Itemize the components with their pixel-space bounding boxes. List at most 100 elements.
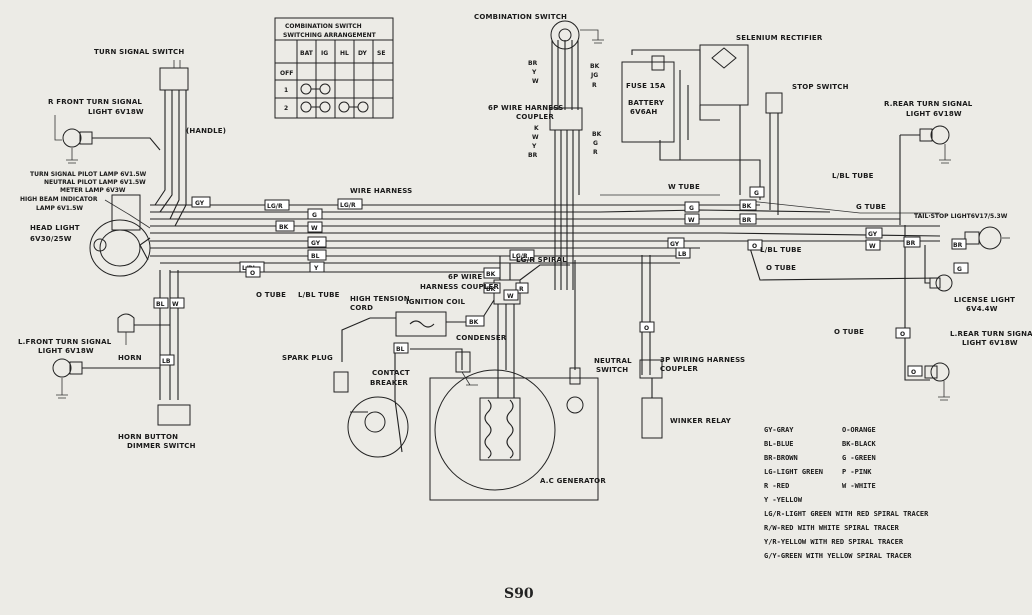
tag-o5: O — [911, 369, 916, 376]
label-stop-switch: STOP SWITCH — [792, 83, 849, 91]
tag-gy4: GY — [868, 231, 878, 238]
label-lbl-tube-right: L/BL TUBE — [832, 172, 874, 180]
legend-left-5: Y -YELLOW — [764, 496, 803, 504]
label-battery-2: 6V6AH — [630, 108, 657, 116]
label-license-2: 6V4.4W — [966, 305, 998, 313]
switch-table — [274, 17, 394, 119]
handle-bundle — [154, 60, 191, 426]
label-lbl-tube-left: L/BL TUBE — [298, 291, 340, 299]
horn — [117, 313, 170, 345]
legend-right-2: G -GREEN — [842, 454, 876, 462]
label-turn-signal-switch: TURN SIGNAL SWITCH — [94, 48, 184, 56]
tag-lgr3: LG/R — [512, 253, 528, 260]
wire-letter-top-5: R — [592, 82, 597, 89]
tag-o3: O — [900, 331, 905, 338]
tag-br3: BR — [953, 242, 963, 249]
tag-br2: BR — [906, 240, 916, 247]
tag-bk2: BK — [469, 319, 479, 326]
tag-gy2: GY — [311, 240, 321, 247]
label-winker-relay: WINKER RELAY — [670, 417, 732, 425]
label-fuse: FUSE 15A — [626, 82, 666, 90]
switch-row-off: OFF — [280, 70, 293, 77]
legend-left-0: GY-GRAY — [764, 426, 794, 434]
wire-letter-top-2: W — [532, 78, 539, 85]
tag-w3: W — [688, 217, 695, 224]
label-l-rear-turn-1: L.REAR TURN SIGNAL — [950, 330, 1032, 338]
label-neutral-2: SWITCH — [596, 366, 628, 374]
label-contact-1: CONTACT — [372, 369, 410, 377]
label-battery-1: BATTERY — [628, 99, 665, 107]
tag-gy1: GY — [195, 200, 205, 207]
tag-w2: W — [172, 301, 179, 308]
tag-lb: LB — [162, 358, 171, 365]
wire-letter-bottom-5: G — [593, 140, 598, 147]
switch-col-hl: HL — [340, 50, 349, 57]
legend-note-1: R/W-RED WITH WHITE SPIRAL TRACER — [764, 524, 900, 532]
wire-letter-bottom-2: Y — [531, 143, 537, 150]
switch-col-dy: DY — [358, 50, 368, 57]
label-handle: (HANDLE) — [186, 127, 226, 135]
component-labels: TURN SIGNAL SWITCH R FRONT TURN SIGNAL L… — [18, 13, 1032, 485]
label-selenium-rectifier: SELENIUM RECTIFIER — [736, 34, 823, 42]
label-r-front-turn-2: LIGHT 6V18W — [88, 108, 144, 116]
diagram-title: S90 — [504, 586, 534, 602]
label-head-light-2: 6V30/25W — [30, 235, 72, 243]
legend-left-1: BL-BLUE — [764, 440, 794, 448]
label-w-tube: W TUBE — [668, 183, 700, 191]
ac-generator — [429, 360, 599, 501]
label-l-front-turn-2: LIGHT 6V18W — [38, 347, 94, 355]
wire-letter-bottom-4: BK — [592, 131, 602, 138]
label-lbl-tube-mid: L/BL TUBE — [760, 246, 802, 254]
r-front-turn-signal — [54, 115, 161, 164]
wire-letter-bottom-1: W — [532, 134, 539, 141]
label-combination-switch: COMBINATION SWITCH — [474, 13, 567, 21]
label-high-tension-2: CORD — [350, 304, 373, 312]
legend-right-1: BK-BLACK — [842, 440, 877, 448]
label-g-tube: G TUBE — [856, 203, 886, 211]
label-tail-stop: TAIL·STOP LIGHT6V17/5.3W — [914, 213, 1008, 220]
label-turn-pilot: TURN SIGNAL PILOT LAMP 6V1.5W — [30, 171, 147, 178]
legend-right-3: P -PINK — [842, 468, 872, 476]
neutral-switch — [566, 260, 584, 414]
label-harness-3p-1: 3P WIRING HARNESS — [660, 356, 745, 364]
label-o-tube-left: O TUBE — [256, 291, 286, 299]
label-harness-6p-top-1: 6P WIRE HARNESS — [488, 104, 563, 112]
label-horn: HORN — [118, 354, 142, 362]
wire-letter-bottom-6: R — [593, 149, 598, 156]
tag-bl2: BL — [156, 301, 165, 308]
color-legend: GY-GRAY O-ORANGE BL-BLUE BK-BLACK BR-BRO… — [764, 426, 929, 560]
label-neutral-pilot: NEUTRAL PILOT LAMP 6V1.5W — [44, 179, 146, 186]
tag-bl1: BL — [311, 253, 320, 260]
winker-relay — [639, 255, 663, 439]
legend-left-3: LG-LIGHT GREEN — [764, 468, 823, 476]
tag-br1: BR — [742, 217, 752, 224]
label-head-light-1: HEAD LIGHT — [30, 224, 80, 232]
tag-o4: O — [752, 243, 757, 250]
label-l-rear-turn-2: LIGHT 6V18W — [962, 339, 1018, 347]
label-high-beam-2: LAMP 6V1.5W — [36, 205, 83, 212]
label-r-front-turn-1: R FRONT TURN SIGNAL — [48, 98, 142, 106]
label-horn-button-2: DIMMER SWITCH — [127, 442, 196, 450]
switch-row-1: 1 — [284, 87, 288, 94]
tag-bk4: BK — [486, 271, 496, 278]
tag-o2: O — [644, 325, 649, 332]
label-high-beam-1: HIGH BEAM INDICATOR — [20, 196, 98, 203]
combination-switch — [549, 20, 604, 290]
switch-col-se: SE — [377, 50, 385, 57]
wire-letter-top-1: Y — [531, 69, 537, 76]
label-condenser: CONDENSER — [456, 334, 507, 342]
label-license-1: LICENSE LIGHT — [954, 296, 1015, 304]
label-l-front-turn-1: L.FRONT TURN SIGNAL — [18, 338, 112, 346]
label-harness-3p-2: COUPLER — [660, 365, 698, 373]
tag-bk3: BK — [742, 203, 752, 210]
label-horn-button-1: HORN BUTTON — [118, 433, 178, 441]
legend-right-4: W -WHITE — [842, 482, 876, 490]
wire-letter-top-0: BR — [528, 60, 538, 67]
ignition-system — [333, 299, 495, 458]
tag-gy3: GY — [670, 241, 680, 248]
label-contact-2: BREAKER — [370, 379, 408, 387]
switch-col-bat: BAT — [300, 50, 314, 57]
stop-switch — [765, 92, 783, 215]
